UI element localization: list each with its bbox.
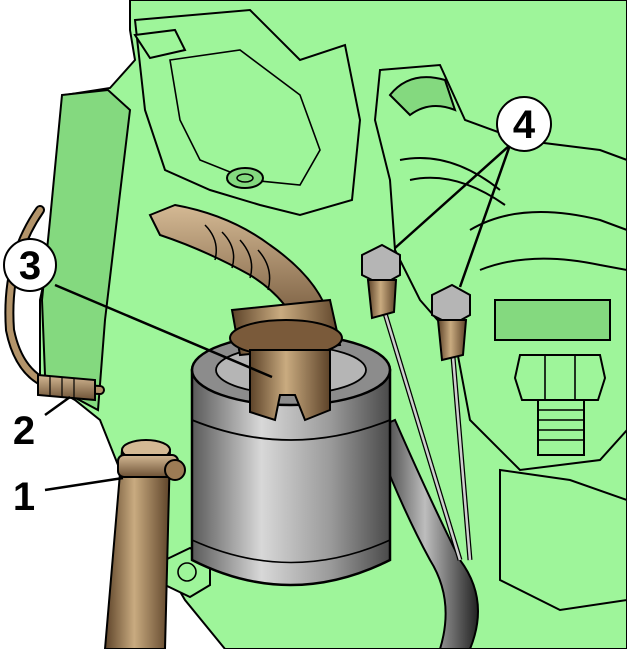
stud-collar (494, 299, 611, 341)
callout-2: 2 (13, 409, 35, 453)
svg-text:3: 3 (19, 244, 41, 288)
callout-3: 3 (3, 238, 57, 292)
callout-1: 1 (13, 475, 35, 519)
leader-1 (44, 476, 124, 492)
svg-text:4: 4 (513, 103, 536, 147)
callout-4: 4 (496, 96, 552, 152)
upper-housing (133, 8, 362, 217)
leader-lines (44, 144, 512, 492)
sensor-left (361, 243, 401, 320)
lower-hose (103, 439, 186, 649)
lower-flange (499, 468, 627, 612)
top-bracket (133, 28, 187, 60)
hose-sleeve (37, 373, 96, 402)
leader-4a (394, 144, 511, 249)
housing-inner (169, 49, 321, 186)
sensor-right (431, 283, 471, 362)
svg-text:2: 2 (13, 409, 35, 453)
filter-band (191, 419, 391, 441)
leader-4b (458, 144, 512, 288)
bent-pipe-fitting (148, 203, 343, 422)
small-boss (226, 167, 264, 189)
right-bore-lower (479, 257, 627, 271)
leader-3 (54, 283, 273, 379)
small-boss-inner (236, 173, 254, 183)
leader-2 (44, 395, 71, 417)
hose-loop (388, 76, 457, 117)
sensor-wires (381, 309, 473, 561)
pipe (370, 418, 479, 649)
hose-pipe (399, 157, 506, 206)
hex-nut (513, 354, 607, 401)
fitting-body (249, 349, 331, 422)
threaded-stud (537, 399, 585, 456)
filter-bottom-band (191, 539, 391, 564)
stud-nut-assembly (494, 299, 611, 456)
svg-text:1: 1 (13, 475, 35, 519)
filter-body (190, 368, 392, 587)
